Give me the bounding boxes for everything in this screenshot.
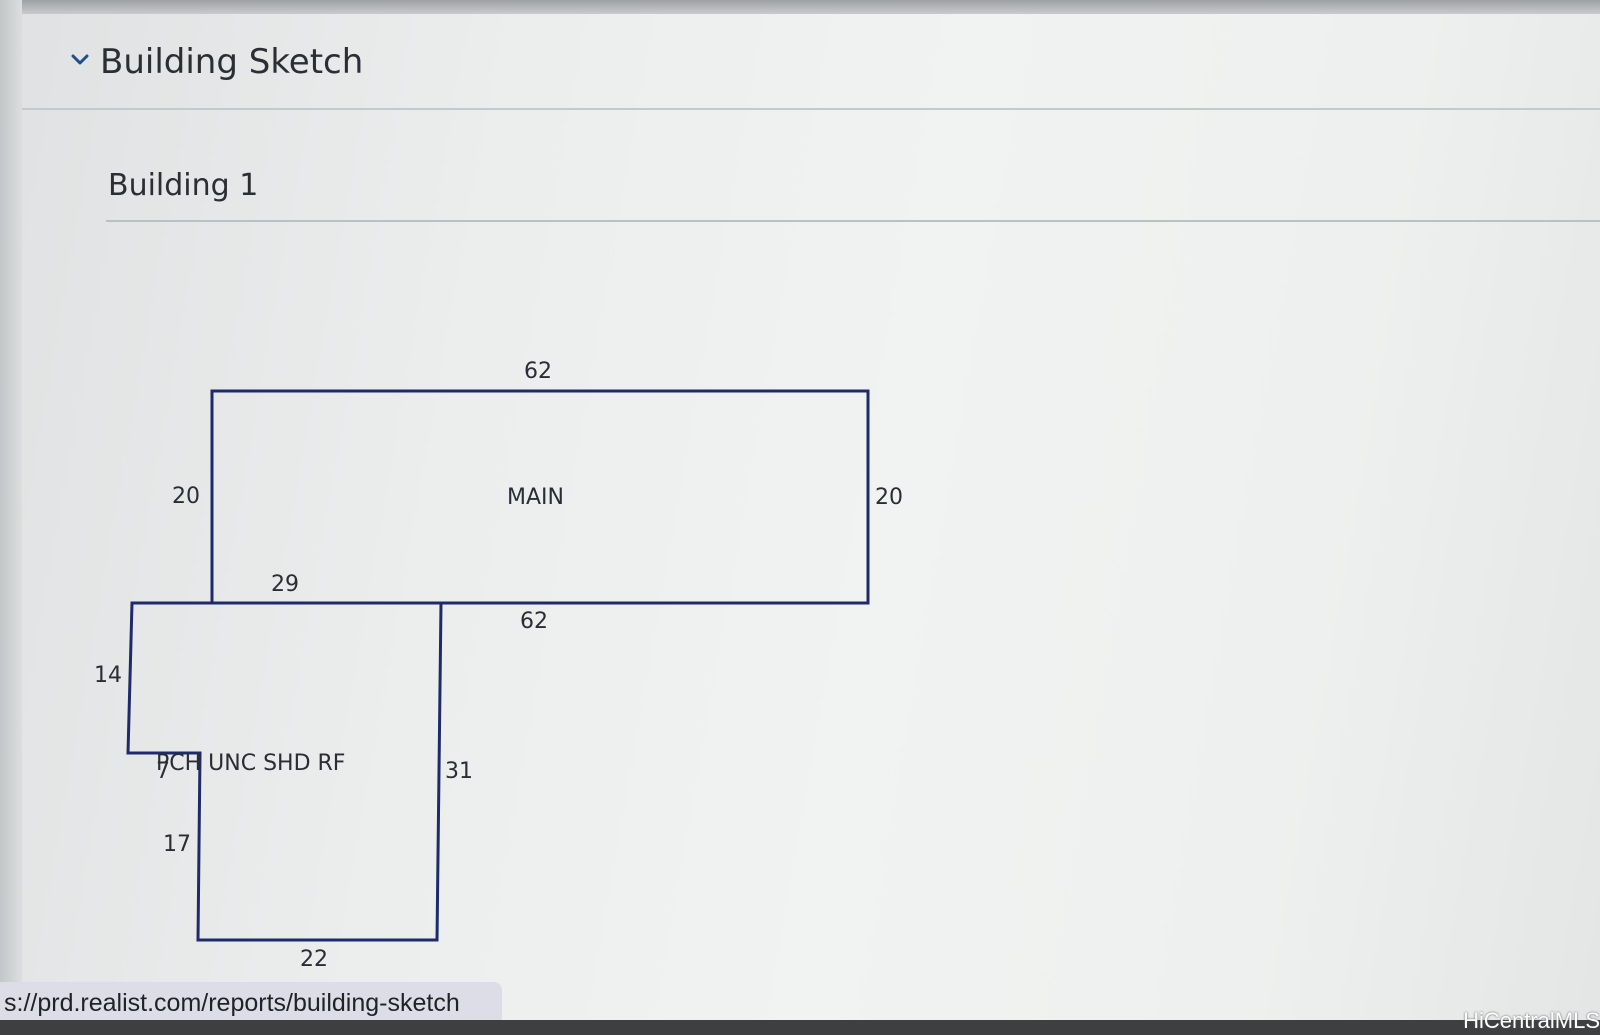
- status-bar-url: s://prd.realist.com/reports/building-ske…: [0, 982, 502, 1020]
- dimension-main-right: 20: [875, 485, 903, 510]
- main-area-label: MAIN: [507, 485, 564, 510]
- dimension-porch-step: 7: [156, 759, 170, 784]
- porch-area-outline: [126, 601, 443, 942]
- dimension-main-top: 62: [524, 359, 552, 384]
- dimension-porch-right: 31: [445, 759, 473, 784]
- dimension-porch-bottom: 22: [300, 947, 328, 972]
- monitor-bezel-top: [0, 0, 1600, 14]
- watermark: HiCentralMLS: [1463, 1008, 1600, 1033]
- dimension-porch-top: 29: [271, 572, 299, 597]
- porch-area-label: PCH UNC SHD RF: [156, 751, 345, 776]
- section-title: Building Sketch: [100, 42, 364, 82]
- dimension-main-left: 20: [172, 484, 200, 509]
- building-divider: [106, 220, 1600, 222]
- building-sketch-section-header[interactable]: Building Sketch: [22, 14, 1600, 110]
- monitor-bezel-left: [0, 0, 22, 1020]
- dimension-porch-left-lower: 17: [163, 832, 191, 857]
- chevron-down-icon[interactable]: [68, 48, 92, 72]
- building-title: Building 1: [108, 168, 259, 203]
- dimension-porch-left-upper: 14: [94, 663, 122, 688]
- main-area-outline: [210, 389, 870, 605]
- monitor-bezel-bottom: [0, 1020, 1600, 1035]
- dimension-main-bottom: 62: [520, 609, 548, 634]
